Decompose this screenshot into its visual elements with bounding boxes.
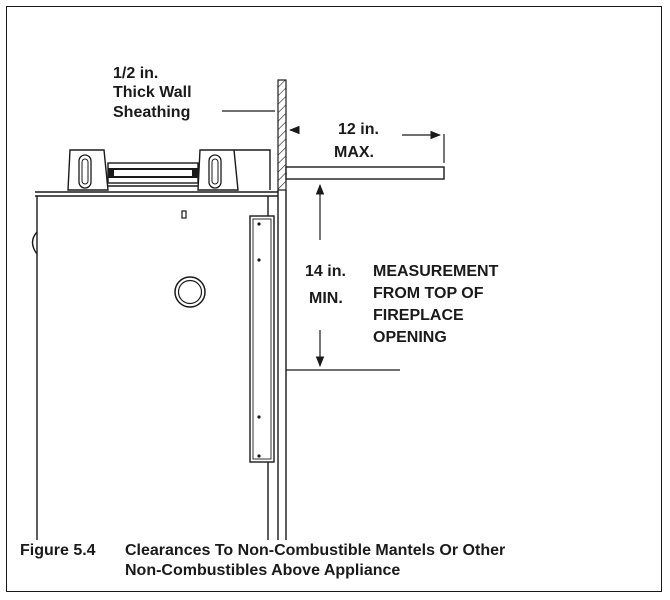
knob-icon	[174, 276, 206, 308]
svg-text:OPENING: OPENING	[373, 329, 447, 346]
sheathing-label: 1/2 in. Thick Wall Sheathing	[113, 65, 192, 121]
figure-number: Figure 5.4	[20, 542, 96, 559]
mantel-depth-dimension	[288, 125, 445, 163]
measurement-label: MEASUREMENT FROM TOP OF FIREPLACE OPENIN…	[373, 263, 499, 346]
side-trim-panel	[249, 215, 275, 463]
figure-frame	[6, 6, 662, 592]
fireplace-appliance	[31, 196, 275, 540]
svg-text:MEASUREMENT: MEASUREMENT	[373, 263, 499, 280]
svg-text:MIN.: MIN.	[309, 290, 343, 307]
svg-text:14 in.: 14 in.	[305, 263, 346, 280]
caption-line-1: Clearances To Non-Combustible Mantels Or…	[125, 542, 506, 559]
mantel-shelf	[285, 166, 445, 180]
wall-sheathing	[277, 79, 287, 191]
svg-text:1/2 in.: 1/2 in.	[113, 65, 158, 82]
svg-text:12 in.: 12 in.	[338, 121, 379, 138]
svg-text:MAX.: MAX.	[334, 144, 374, 161]
svg-text:FIREPLACE: FIREPLACE	[373, 307, 464, 324]
svg-text:Sheathing: Sheathing	[113, 104, 190, 121]
svg-text:FROM TOP OF: FROM TOP OF	[373, 285, 484, 302]
clearance-label: 14 in. MIN.	[305, 263, 346, 307]
caption-line-2: Non-Combustibles Above Appliance	[125, 562, 401, 579]
mantel-depth-label: 12 in. MAX.	[334, 121, 379, 161]
svg-text:Thick Wall: Thick Wall	[113, 84, 192, 101]
vent-assembly	[67, 149, 271, 191]
